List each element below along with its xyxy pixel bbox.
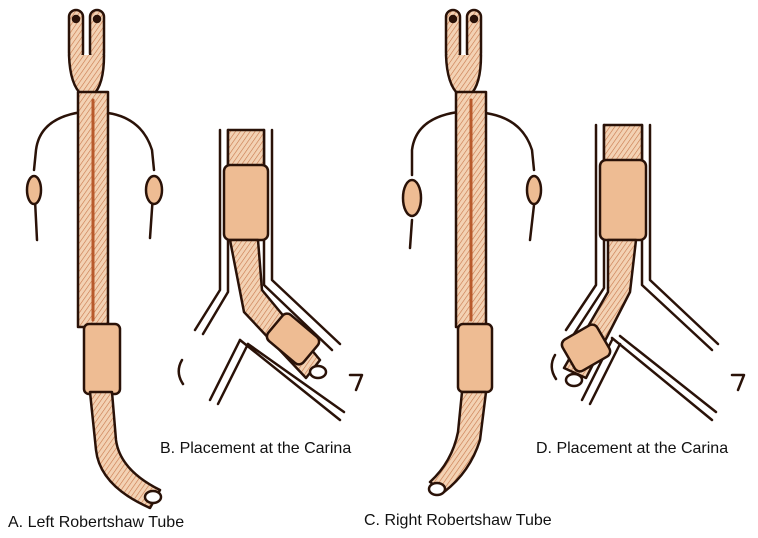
caption-panel-b: B. Placement at the Carina xyxy=(160,440,351,458)
main-shaft xyxy=(78,92,108,327)
panel-d-placement-carina xyxy=(552,125,744,420)
bronchial-opening xyxy=(566,374,582,386)
bronchial-tip-opening xyxy=(145,491,161,503)
tracheal-cuff xyxy=(224,165,268,240)
panel-c-right-robertshaw-tube xyxy=(403,10,541,495)
connector-prongs xyxy=(446,10,481,95)
panel-b-placement-carina xyxy=(179,130,362,420)
connector-prongs xyxy=(69,10,104,95)
main-shaft xyxy=(456,92,486,327)
airway-walls xyxy=(179,130,362,420)
bronchial-tip-opening xyxy=(429,483,445,495)
bronchial-tip xyxy=(430,392,486,492)
tracheal-cuff xyxy=(458,324,492,392)
caption-panel-d: D. Placement at the Carina xyxy=(536,440,728,458)
panel-a-left-robertshaw-tube xyxy=(27,10,162,508)
tracheal-cuff xyxy=(600,160,646,240)
bronchial-opening xyxy=(310,366,326,378)
tracheal-cuff xyxy=(84,324,120,394)
caption-panel-c: C. Right Robertshaw Tube xyxy=(364,512,552,530)
caption-panel-a: A. Left Robertshaw Tube xyxy=(8,514,184,532)
